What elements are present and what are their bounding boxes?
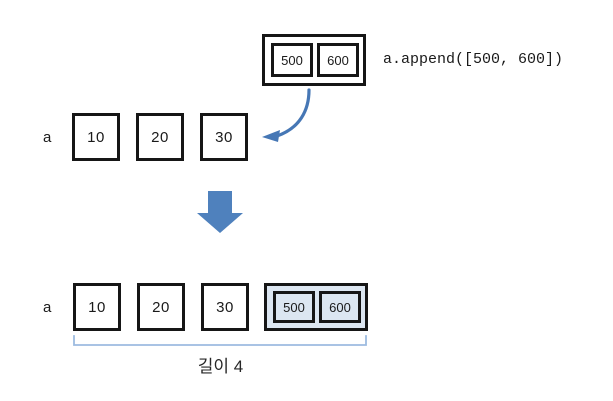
curved-arrow [262, 88, 311, 142]
array-cell-after: 20 [137, 283, 185, 331]
code-text: a.append([500, 600]) [383, 51, 564, 68]
down-arrow-icon [197, 191, 243, 233]
array-cell-before: 30 [200, 113, 248, 161]
append-list-group: 500 600 [262, 34, 366, 86]
array-cell-after: 30 [201, 283, 249, 331]
array-cell-before: 20 [136, 113, 184, 161]
variable-label-after: a [43, 299, 52, 316]
append-cell: 500 [271, 43, 313, 77]
array-cell-before: 10 [72, 113, 120, 161]
length-bracket-label: 길이 4 [197, 357, 244, 376]
nested-array-cell: 500 [273, 291, 315, 323]
nested-appended-group: 500 600 [264, 283, 368, 331]
length-bracket [73, 335, 367, 346]
append-cell: 600 [317, 43, 359, 77]
variable-label-before: a [43, 129, 52, 146]
array-cell-after: 10 [73, 283, 121, 331]
nested-array-cell: 600 [319, 291, 361, 323]
